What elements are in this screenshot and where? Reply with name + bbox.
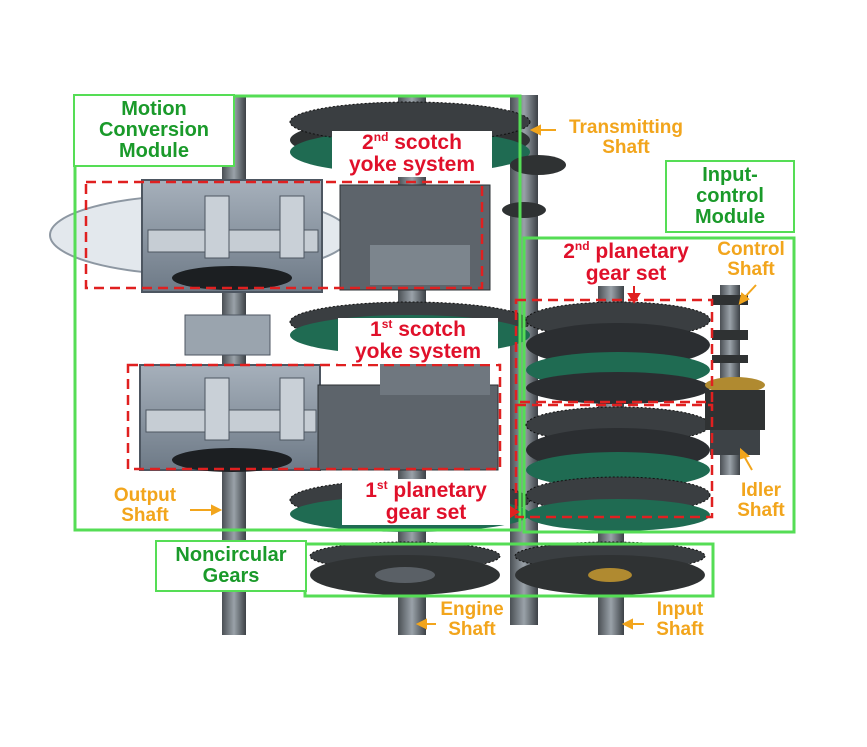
label-line: gear set (585, 262, 667, 286)
planetary-gear-set-1-label: 1st planetary gear set (342, 478, 510, 526)
ordinal-suffix: st (381, 317, 393, 331)
label-line: Idler (740, 480, 782, 501)
motion-conversion-module-frame (73, 94, 522, 532)
input-control-module-label: Input- control Module (665, 160, 795, 233)
label-line: Shaft (737, 499, 785, 521)
output-shaft-label: Output Shaft (102, 486, 188, 526)
label-line: Engine (440, 599, 504, 620)
label-line: Shaft (727, 258, 775, 280)
label-line: Module (695, 206, 765, 228)
label-line: scotch (398, 318, 466, 341)
label-line: planetary (595, 240, 689, 263)
ordinal-number: 2 (362, 131, 374, 154)
label-line: Transmitting (568, 117, 683, 138)
planetary-gear-set-2-label: 2nd planetary gear set (540, 239, 712, 287)
label-line: control (696, 185, 764, 207)
scotch-yoke-1-highlight (126, 363, 502, 471)
transmitting-shaft-label: Transmitting Shaft (556, 118, 696, 158)
label-line: Shaft (121, 504, 169, 526)
motion-conversion-module-label: Motion Conversion Module (73, 94, 235, 167)
planetary-stack-1 (525, 406, 711, 531)
planetary-stack-2 (525, 301, 711, 404)
label-line: Shaft (656, 618, 704, 640)
noncircular-gear-right (514, 541, 706, 595)
input-shaft-label: Input Shaft (642, 600, 718, 640)
label-line: Control (717, 239, 785, 260)
ordinal-number: 2 (563, 240, 575, 263)
engine-shaft-label: Engine Shaft (432, 600, 512, 640)
lower-housing (139, 314, 499, 472)
ordinal-suffix: nd (373, 130, 389, 144)
label-line: Output (113, 485, 177, 506)
label-line: gear set (385, 501, 467, 525)
label-line: scotch (394, 131, 462, 154)
ordinal-number: 1 (370, 318, 382, 341)
noncircular-gears-label: Noncircular Gears (155, 540, 307, 592)
input-control-module-frame (522, 236, 796, 534)
label-line: Input (656, 599, 704, 620)
pointer-arrows (190, 124, 757, 630)
scotch-yoke-2-label: 2nd scotch yoke system (332, 130, 492, 178)
idler-shaft-label: Idler Shaft (730, 481, 792, 521)
planetary-1-highlight (514, 403, 714, 519)
label-line: Shaft (602, 136, 650, 158)
ordinal-suffix: st (376, 478, 388, 492)
scotch-yoke-2-highlight (84, 180, 484, 290)
label-line: Noncircular (175, 544, 287, 566)
scotch-yoke-1-label: 1st scotch yoke system (338, 317, 498, 365)
noncircular-gear-left (309, 541, 501, 595)
ordinal-number: 1 (365, 479, 377, 502)
control-shaft-label: Control Shaft (708, 240, 794, 280)
label-line: Module (119, 140, 189, 162)
planetary-2-highlight (514, 298, 714, 404)
label-line: Shaft (448, 618, 496, 640)
ordinal-suffix: nd (574, 239, 590, 253)
idler-gear (705, 377, 765, 455)
label-line: yoke system (348, 153, 476, 177)
label-line: Motion (121, 98, 187, 120)
transmitting-pinions (502, 155, 566, 218)
label-line: Gears (202, 565, 260, 587)
label-line: Conversion (98, 119, 210, 141)
label-line: Input- (702, 164, 758, 186)
label-line: planetary (393, 479, 487, 502)
label-line: yoke system (354, 340, 482, 364)
